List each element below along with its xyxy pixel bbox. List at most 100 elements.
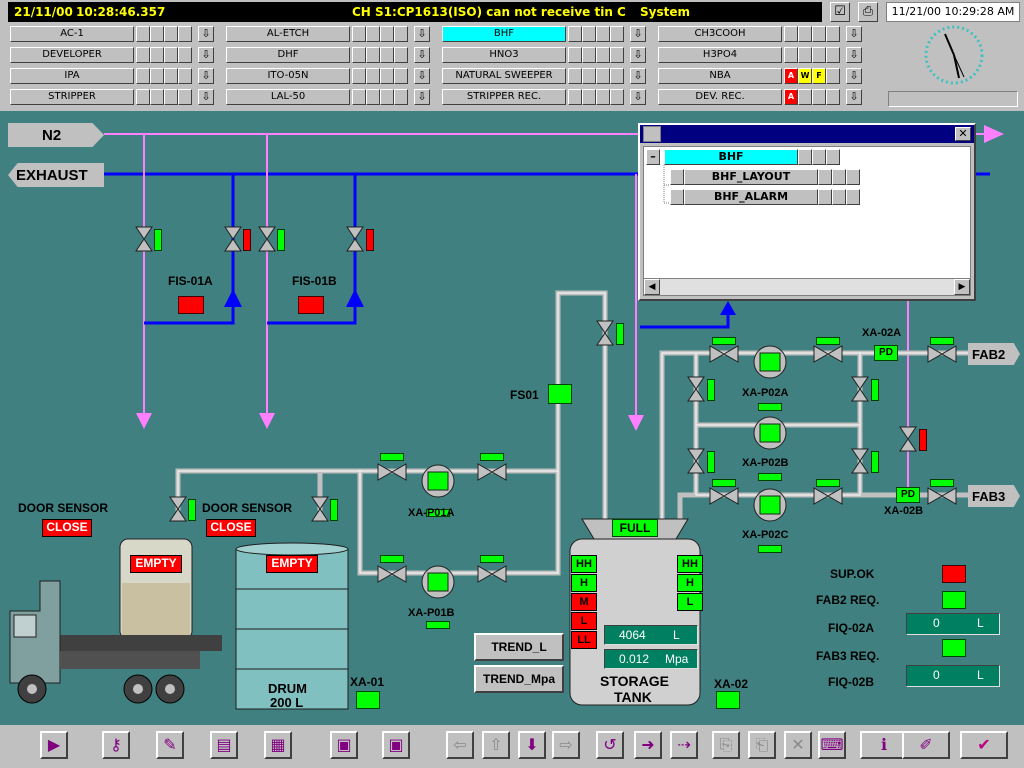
play-icon[interactable]: ▶ (40, 731, 68, 759)
trend-pressure-button[interactable]: TREND_Mpa (474, 665, 564, 693)
area-button-label[interactable]: H3PO4 (658, 47, 782, 63)
area-button-label[interactable]: CH3COOH (658, 26, 782, 42)
area-button-label[interactable]: STRIPPER (10, 89, 134, 105)
window-icon[interactable]: ▣ (330, 731, 358, 759)
tank-full-indicator[interactable]: FULL (612, 519, 658, 537)
download-arrow-icon[interactable]: ⇩ (198, 47, 214, 63)
tank-level-left-indicator[interactable]: LL (571, 631, 597, 649)
trend-level-button[interactable]: TREND_L (474, 633, 564, 661)
report-icon[interactable]: ▤ (210, 731, 238, 759)
navigation-popup[interactable]: ✕ – BHF BHF_LAYOUT BHF_ALARM ◀ ▶ (638, 123, 976, 301)
download-arrow-icon[interactable]: ⇩ (630, 26, 646, 42)
area-button-label[interactable]: NBA (658, 68, 782, 84)
collapse-icon[interactable]: – (646, 149, 660, 165)
forward-icon[interactable]: ⇢ (670, 731, 698, 759)
download-arrow-icon[interactable]: ⇩ (414, 26, 430, 42)
tank-level-left-indicator[interactable]: H (571, 574, 597, 592)
computer-icon[interactable]: ⌨ (818, 731, 846, 759)
tank-level-left-indicator[interactable]: HH (571, 555, 597, 573)
fab3-req-indicator[interactable] (942, 639, 966, 657)
download-arrow-icon[interactable]: ⇩ (414, 68, 430, 84)
valve-indicator[interactable] (816, 337, 840, 345)
pump-status[interactable] (758, 403, 782, 411)
valve-indicator[interactable] (871, 451, 879, 473)
tanker-empty-status[interactable]: EMPTY (130, 555, 182, 573)
fab2-req-indicator[interactable] (942, 591, 966, 609)
scroll-left-icon[interactable]: ◀ (644, 279, 660, 295)
valve-indicator[interactable] (480, 453, 504, 461)
area-button-label[interactable]: AL-ETCH (226, 26, 350, 42)
delete-icon[interactable]: ✕ (784, 731, 812, 759)
pump-status[interactable] (758, 545, 782, 553)
download-arrow-icon[interactable]: ⇩ (198, 89, 214, 105)
download-arrow-icon[interactable]: ⇩ (846, 47, 862, 63)
fis01a-indicator[interactable] (178, 296, 204, 314)
valve-indicator[interactable] (712, 337, 736, 345)
drum-empty-status[interactable]: EMPTY (266, 555, 318, 573)
paste-icon[interactable]: ⎗ (748, 731, 776, 759)
download-arrow-icon[interactable]: ⇩ (846, 68, 862, 84)
alarm-message-bar[interactable]: 21/11/00 10:28:46.357 CH S1:CP1613(ISO) … (8, 2, 822, 22)
valve-indicator[interactable] (154, 229, 162, 251)
valve-indicator[interactable] (871, 379, 879, 401)
area-button-label[interactable]: DEVELOPER (10, 47, 134, 63)
horizontal-scrollbar[interactable]: ◀ ▶ (644, 278, 970, 295)
valve-indicator[interactable] (707, 379, 715, 401)
tank-level-left-indicator[interactable]: M (571, 593, 597, 611)
area-button-label[interactable]: STRIPPER REC. (442, 89, 566, 105)
download-arrow-icon[interactable]: ⇩ (846, 26, 862, 42)
pd-xa02a-indicator[interactable]: PD (874, 345, 898, 361)
arrow-up-icon[interactable]: ⇧ (482, 731, 510, 759)
download-arrow-icon[interactable]: ⇩ (198, 68, 214, 84)
window2-icon[interactable]: ▣ (382, 731, 410, 759)
area-button-label[interactable]: LAL-50 (226, 89, 350, 105)
valve-indicator[interactable] (930, 479, 954, 487)
valve-indicator[interactable] (707, 451, 715, 473)
valve-indicator[interactable] (919, 429, 927, 451)
valve-indicator[interactable] (930, 337, 954, 345)
check-icon[interactable]: ✔ (960, 731, 1008, 759)
valve-indicator[interactable] (330, 499, 338, 521)
valve-indicator[interactable] (380, 453, 404, 461)
alarm-ack-icon[interactable]: ☑ (830, 2, 850, 22)
pd-xa02b-indicator[interactable]: PD (896, 487, 920, 503)
valve-indicator[interactable] (380, 555, 404, 563)
area-button-label[interactable]: ITO-05N (226, 68, 350, 84)
xa01-indicator[interactable] (356, 691, 380, 709)
fis01b-indicator[interactable] (298, 296, 324, 314)
pen-icon[interactable]: ✐ (902, 731, 950, 759)
valve-indicator[interactable] (480, 555, 504, 563)
popup-title-bar[interactable]: ✕ (640, 125, 974, 143)
tank-level-right-indicator[interactable]: L (677, 593, 703, 611)
tree-root-bhf[interactable]: BHF (664, 149, 798, 165)
area-button-label[interactable]: HNO3 (442, 47, 566, 63)
step-icon[interactable]: ➜ (634, 731, 662, 759)
tree-item-bhf-layout[interactable]: BHF_LAYOUT (684, 169, 818, 185)
valve-indicator[interactable] (616, 323, 624, 345)
arrow-right-icon[interactable]: ⇨ (552, 731, 580, 759)
info-icon[interactable]: ℹ (860, 731, 908, 759)
download-arrow-icon[interactable]: ⇩ (846, 89, 862, 105)
undo-icon[interactable]: ↺ (596, 731, 624, 759)
download-arrow-icon[interactable]: ⇩ (414, 89, 430, 105)
notepad-icon[interactable]: ✎ (156, 731, 184, 759)
pump-status[interactable] (758, 473, 782, 481)
download-arrow-icon[interactable]: ⇩ (630, 89, 646, 105)
area-button-label[interactable]: NATURAL SWEEPER (442, 68, 566, 84)
trend-icon[interactable]: ▦ (264, 731, 292, 759)
download-arrow-icon[interactable]: ⇩ (630, 68, 646, 84)
download-arrow-icon[interactable]: ⇩ (630, 47, 646, 63)
door-sensor-status[interactable]: CLOSE (206, 519, 256, 537)
arrow-left-icon[interactable]: ⇦ (446, 731, 474, 759)
area-button-label[interactable]: IPA (10, 68, 134, 84)
scroll-right-icon[interactable]: ▶ (954, 279, 970, 295)
door-sensor-status[interactable]: CLOSE (42, 519, 92, 537)
tank-level-left-indicator[interactable]: L (571, 612, 597, 630)
valve-indicator[interactable] (712, 479, 736, 487)
valve-indicator[interactable] (366, 229, 374, 251)
sup-ok-indicator[interactable] (942, 565, 966, 583)
tree-item-bhf-alarm[interactable]: BHF_ALARM (684, 189, 818, 205)
pump-status[interactable] (426, 621, 450, 629)
area-button-label[interactable]: BHF (442, 26, 566, 42)
download-arrow-icon[interactable]: ⇩ (198, 26, 214, 42)
